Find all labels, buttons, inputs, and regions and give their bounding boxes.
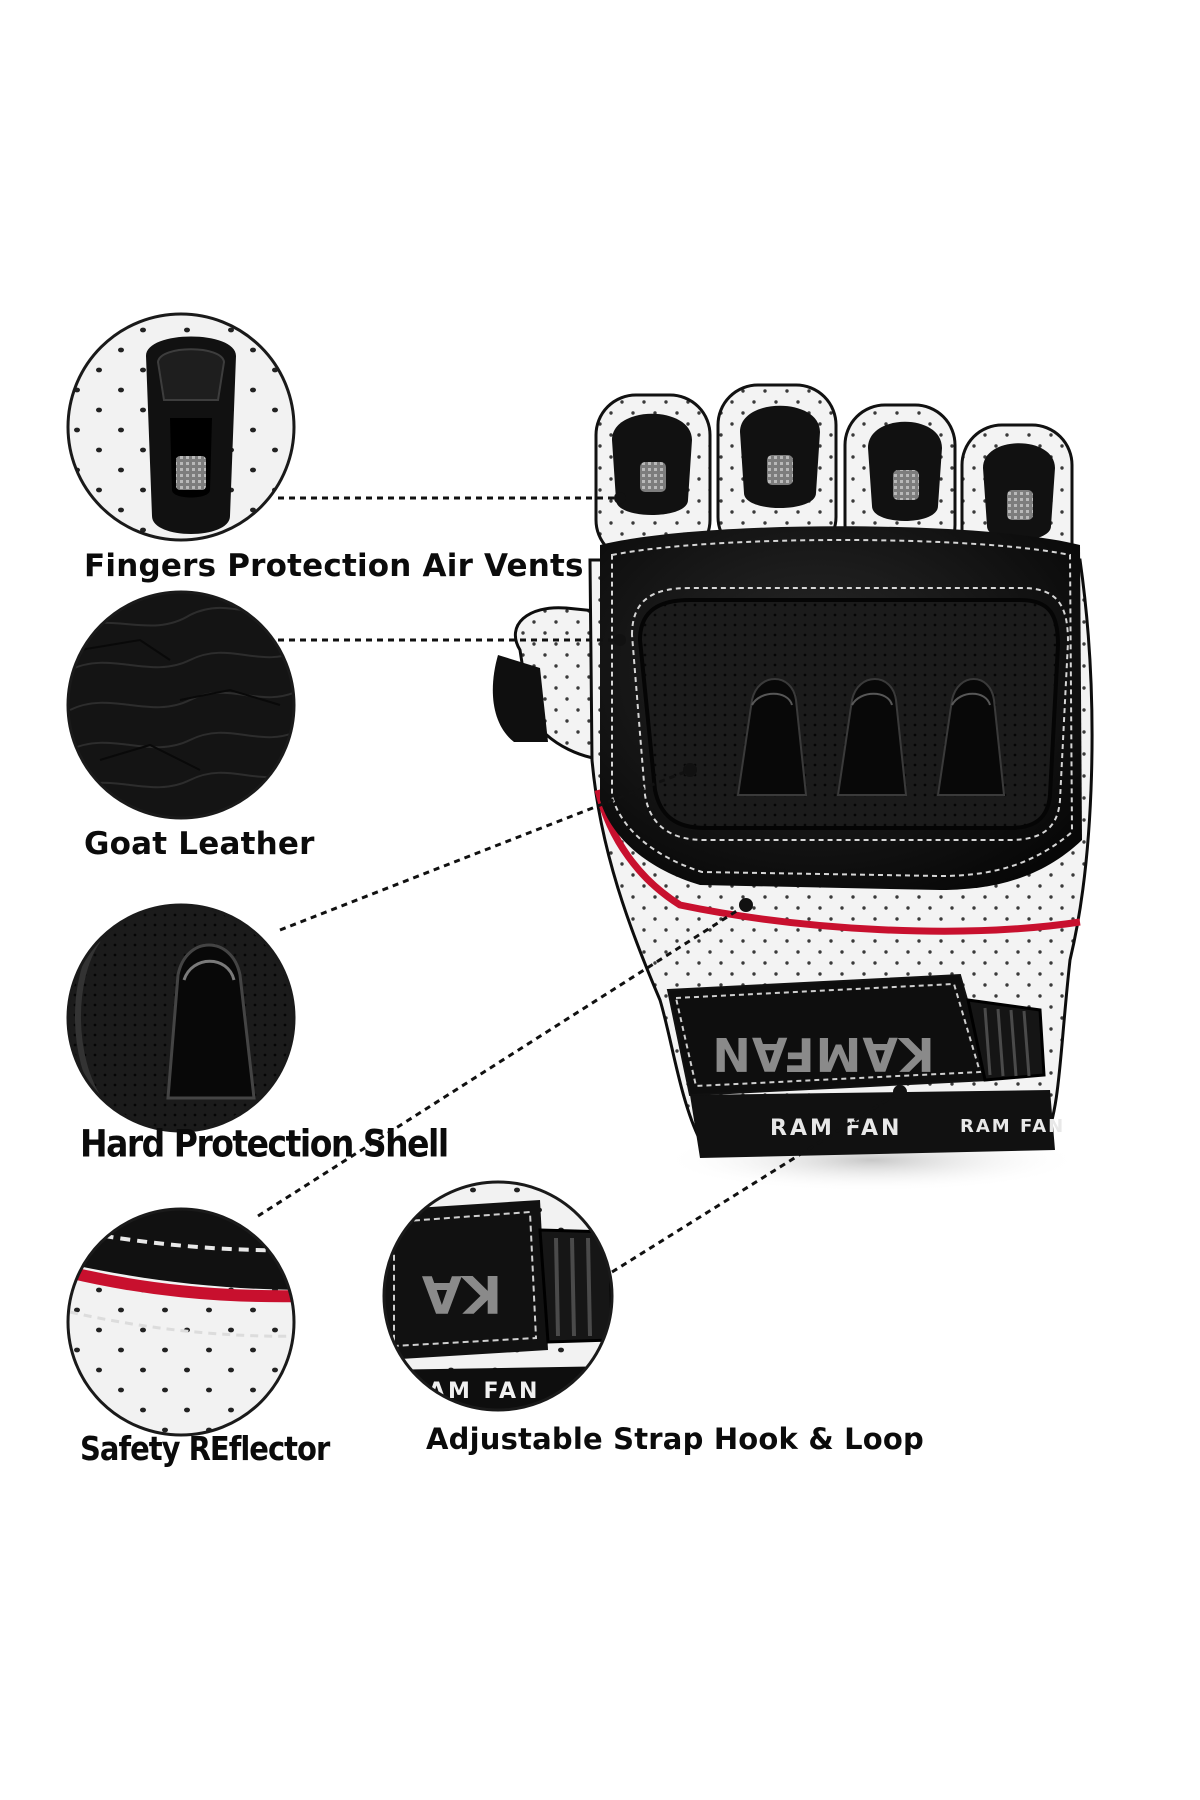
label-safety-reflector: Safety REflector (80, 1430, 330, 1469)
zoom-adjustable-strap: KA RAM FAN (382, 1180, 614, 1412)
zoom-cuff-text: RAM FAN (408, 1379, 540, 1404)
zoom-hard-shell (66, 903, 296, 1133)
label-adjustable-strap: Adjustable Strap Hook & Loop (426, 1422, 924, 1456)
zoom-goat-leather (66, 590, 296, 820)
zoom-strap-logo: KA (422, 1263, 503, 1323)
label-fingers-protection: Fingers Protection Air Vents (84, 548, 584, 584)
zoom-finger-vent (66, 312, 296, 542)
callout-lines (257, 496, 901, 1274)
glove-image: KAMFAN RAM FAN RAM FAN (492, 383, 1094, 1192)
callout-line-reflector (257, 903, 747, 1218)
cuff-text: RAM FAN (770, 1116, 902, 1141)
strap-logo: KAMFAN (711, 1027, 934, 1081)
label-hard-protection-shell: Hard Protection Shell (80, 1122, 449, 1166)
finger-caps (594, 383, 1074, 587)
zoom-safety-reflector (66, 1207, 296, 1437)
callout-line-shell (279, 768, 691, 932)
cuff-text-2: RAM FAN (960, 1116, 1065, 1137)
callout-dots (614, 492, 907, 1099)
label-goat-leather: Goat Leather (84, 826, 315, 862)
callout-line-strap (611, 1090, 901, 1274)
